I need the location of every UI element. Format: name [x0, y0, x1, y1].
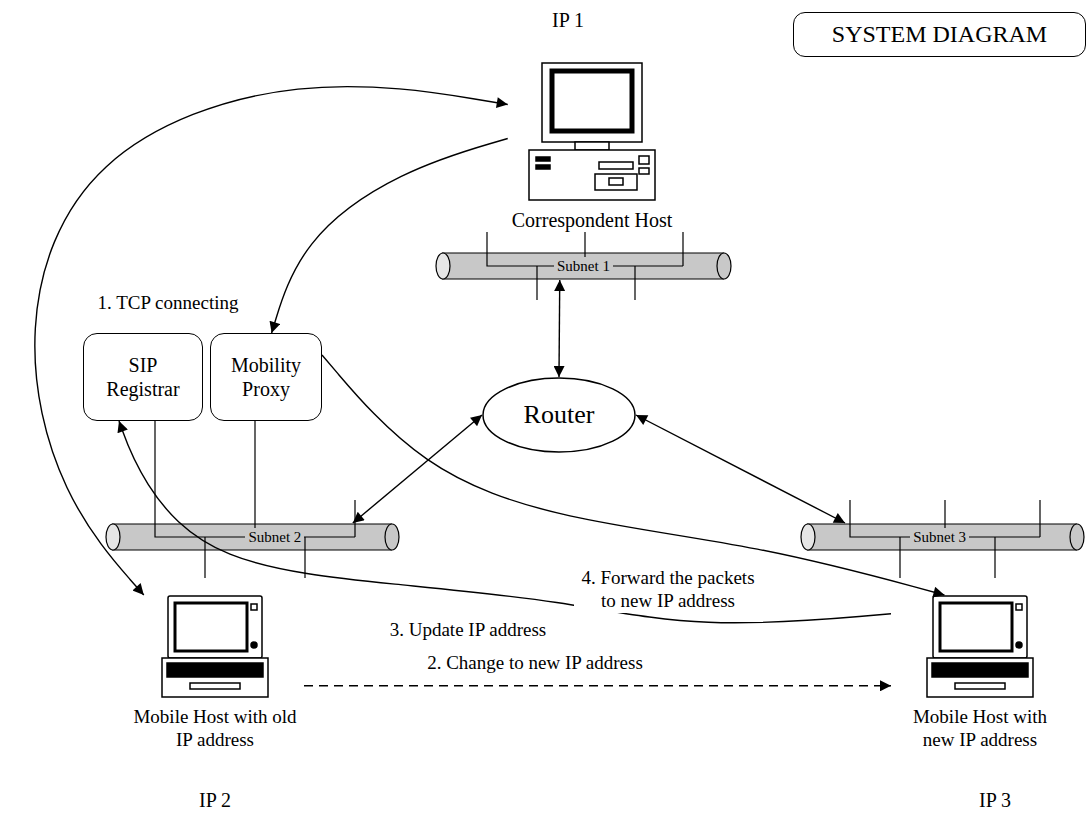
connector: [119, 421, 891, 623]
connector: [272, 139, 508, 334]
address-label: IP 3: [979, 789, 1011, 812]
computer-node: Correspondent Host: [508, 62, 677, 232]
address-label: IP 2: [199, 789, 231, 812]
node-label: SIP Registrar: [97, 353, 189, 401]
tap-line: [850, 500, 1040, 537]
tap-line: [487, 232, 683, 266]
connector: [353, 415, 482, 523]
connector: [304, 685, 891, 686]
label-holder: IP 1: [552, 9, 584, 32]
subnet-label: Subnet 2: [245, 528, 304, 546]
subnet-label: Subnet 3: [910, 528, 969, 546]
subnet-band: Subnet 3: [800, 523, 1085, 551]
connector: [322, 355, 944, 595]
step-label: 3. Update IP address: [390, 619, 547, 642]
connector: [35, 87, 508, 595]
subnet-band: Subnet 2: [105, 523, 400, 551]
label-holder: 2. Change to new IP address: [427, 652, 643, 675]
laptop-icon: [160, 595, 270, 700]
node-label: Mobile Host with old IP address: [130, 706, 300, 752]
computer-icon: [527, 62, 657, 202]
connector: [636, 415, 845, 523]
label-holder: IP 2: [199, 789, 231, 812]
node-label: Correspondent Host: [512, 208, 673, 232]
subnet-label: Subnet 1: [554, 257, 613, 275]
tap-line: [205, 537, 305, 578]
node-label: Mobile Host with new IP address: [895, 706, 1065, 752]
step-label: 2. Change to new IP address: [427, 652, 643, 675]
label-holder: IP 3: [979, 789, 1011, 812]
laptop-node: Mobile Host with old IP address: [126, 595, 304, 752]
connector: [558, 280, 560, 377]
label-holder: 1. TCP connecting: [98, 292, 239, 315]
label-holder: 3. Update IP address: [390, 619, 547, 642]
label-holder: 4. Forward the packets to new IP address: [574, 567, 762, 613]
tap-line: [900, 537, 995, 578]
tap-line: [537, 266, 635, 300]
server-box: Mobility Proxy: [210, 333, 322, 421]
subnet-band: Subnet 1: [435, 252, 732, 280]
step-label: 1. TCP connecting: [98, 292, 239, 315]
tap-line: [155, 421, 355, 537]
address-label: IP 1: [552, 9, 584, 32]
server-box: SIP Registrar: [83, 333, 203, 421]
laptop-node: Mobile Host with new IP address: [891, 595, 1069, 752]
node-label: Mobility Proxy: [220, 353, 312, 401]
diagram-title: SYSTEM DIAGRAM: [793, 12, 1086, 57]
laptop-icon: [925, 595, 1035, 700]
router-ellipse: Router: [482, 377, 636, 453]
node-label: Router: [524, 399, 595, 430]
step-label: 4. Forward the packets to new IP address: [574, 567, 762, 613]
